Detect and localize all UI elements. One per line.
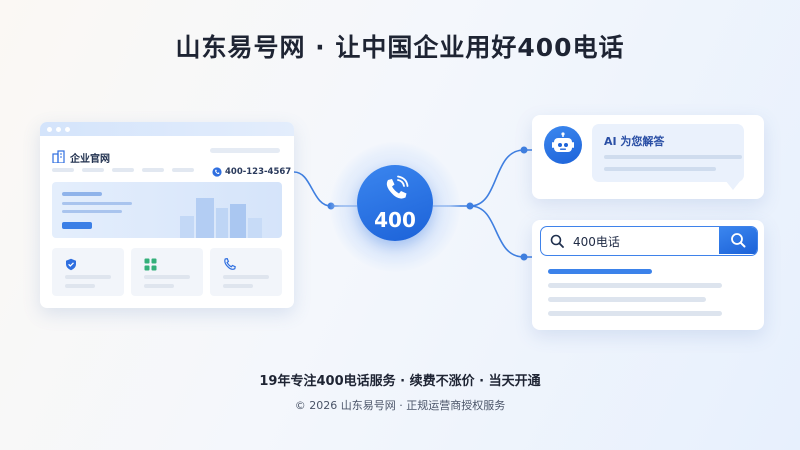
tile-placeholder <box>65 275 111 279</box>
website-brand: 企业官网 <box>52 148 110 167</box>
feature-tile <box>52 248 124 296</box>
website-card: 企业官网 400-123-4567 <box>40 122 294 308</box>
tagline: 19年专注400电话服务 · 续费不涨价 · 当天开通 <box>259 374 541 389</box>
window-dot <box>56 126 61 132</box>
nav-placeholder <box>112 168 134 172</box>
tile-placeholder <box>223 275 269 279</box>
tile-placeholder <box>144 284 174 288</box>
brand-label: 企业官网 <box>70 154 110 165</box>
tile-placeholder <box>144 275 190 279</box>
nav-placeholder <box>142 168 164 172</box>
website-hero <box>52 182 282 238</box>
window-dot <box>65 126 70 132</box>
result-highlight-line <box>548 269 652 274</box>
center-400-badge: 400 <box>357 165 433 241</box>
search-icon <box>550 233 564 252</box>
website-phone: 400-123-4567 <box>212 162 291 181</box>
ai-answer-label: AI 为您解答 <box>604 135 665 148</box>
nav-placeholder <box>82 168 104 172</box>
result-placeholder-line <box>548 283 722 288</box>
connector-node-top <box>520 146 528 154</box>
phone-number: 400-123-4567 <box>225 166 292 177</box>
building-icon <box>52 148 66 167</box>
tile-placeholder <box>65 284 95 288</box>
grid-icon <box>144 256 157 275</box>
copyright: © 2026 山东易号网 · 正规运营商授权服务 <box>294 399 506 412</box>
search-button[interactable] <box>719 227 757 254</box>
ai-answer-bubble: AI 为您解答 <box>592 124 744 182</box>
tile-placeholder <box>223 284 253 288</box>
phone-icon <box>223 256 236 275</box>
phone-icon <box>383 175 409 205</box>
answer-placeholder-line <box>604 167 716 171</box>
phone-icon <box>212 162 222 181</box>
search-icon <box>731 233 746 248</box>
result-placeholder-line <box>548 311 722 316</box>
nav-placeholder <box>172 168 194 172</box>
window-dot <box>47 126 52 132</box>
nav-placeholder <box>52 168 74 172</box>
placeholder-bar <box>210 148 280 153</box>
website-nav <box>52 168 194 172</box>
robot-icon <box>544 126 582 164</box>
search-box[interactable]: 400电话 <box>540 226 758 256</box>
shield-icon <box>65 256 77 275</box>
banner-title: 山东易号网 · 让中国企业用好400电话 <box>175 33 625 62</box>
feature-tile <box>131 248 203 296</box>
search-card: 400电话 <box>532 220 764 330</box>
badge-label: 400 <box>374 208 416 232</box>
search-query[interactable]: 400电话 <box>573 235 620 249</box>
feature-tile <box>210 248 282 296</box>
connector-bottom-right <box>469 205 532 258</box>
connector-node-bottom <box>520 253 528 261</box>
bubble-tail <box>725 180 741 190</box>
result-placeholder-line <box>548 297 706 302</box>
browser-title-bar <box>40 122 294 136</box>
city-illustration <box>180 198 262 238</box>
answer-placeholder-line <box>604 155 742 159</box>
connector-node-center <box>466 202 474 210</box>
connector-top-right <box>433 149 532 207</box>
